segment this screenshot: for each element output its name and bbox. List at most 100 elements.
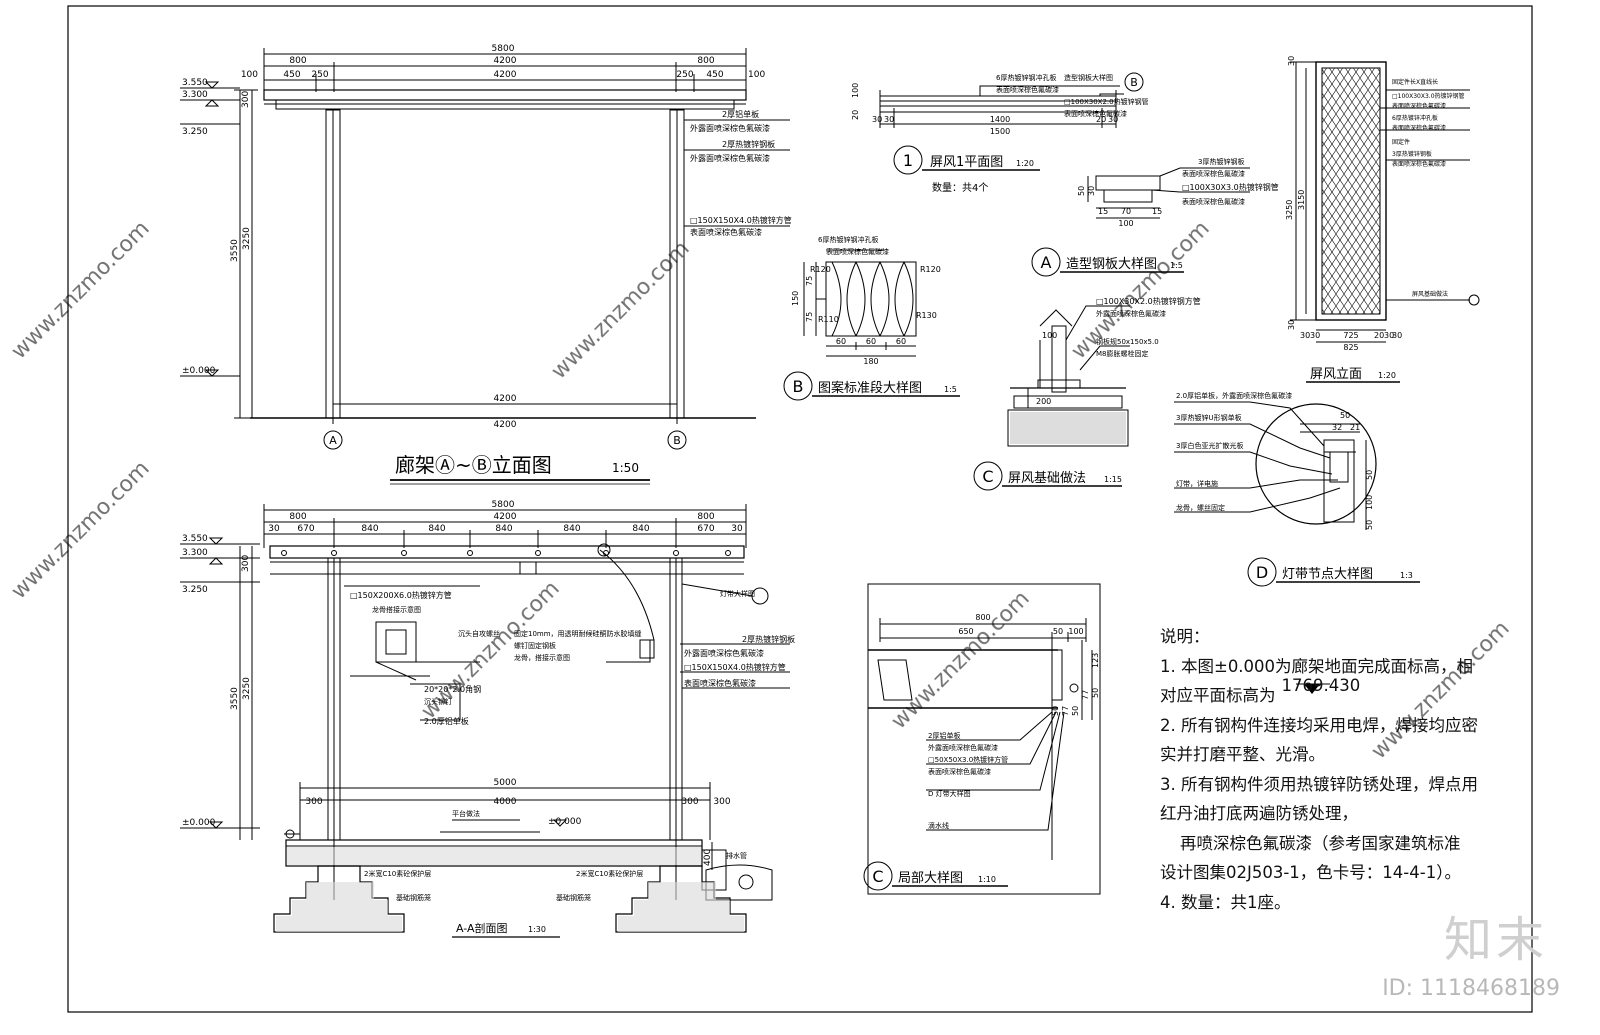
elev-dim-250b: 250 (676, 70, 693, 80)
dc-title: 屏风基础做法 (1008, 471, 1086, 486)
sec-level-0: ±0.000 (182, 818, 216, 828)
se-title: 屏风立面 (1310, 367, 1362, 382)
sec-note-16: 基础钢筋笼 (396, 893, 431, 902)
dc-scale: 1:15 (1104, 475, 1122, 484)
plan-circle-b: B (1130, 76, 1138, 89)
se-dim-725: 725 (1343, 331, 1358, 340)
db-r3: R110 (818, 315, 839, 324)
notes-item3d: 设计图集02J503-1，色卡号：14-4-1）。 (1160, 863, 1461, 882)
db-dim-60c: 60 (896, 337, 906, 346)
elev-level-3550: 3.550 (182, 78, 208, 88)
se-note-7: 表面喷深棕色氟碳漆 (1392, 160, 1446, 168)
screen-perforated-panel (1322, 68, 1380, 314)
elev-axis-a: A (329, 434, 337, 447)
se-note-8: 屏风基础做法 (1412, 290, 1448, 298)
dcl-dim-100: 100 (1068, 627, 1083, 636)
se-note-0: 固定件长X直线长 (1392, 78, 1438, 86)
sec-note-11: □150X150X4.0热镀锌方管 (684, 662, 786, 672)
dc-note-2: 钢板规50x150x5.0 (1096, 337, 1159, 346)
elevation-marker (1296, 683, 1330, 694)
sec-note-10: 外露面喷深棕色氟碳漆 (684, 648, 764, 658)
sec-note-18: 排水管 (726, 851, 747, 860)
detail-c-found-hatch (1010, 412, 1126, 444)
sec-dim-800b: 800 (697, 512, 714, 522)
detail-a-drawing (1031, 167, 1250, 277)
screen-elev-text: 3250 3150 30 30 30 725 20 30 825 30 30 固… (1285, 56, 1465, 382)
elev-dim-800b: 800 (697, 56, 714, 66)
dcl-dim-50d: 50 (1051, 706, 1060, 716)
dc-note-1: 外露面喷深棕色氟碳漆 (1096, 309, 1166, 318)
sec-note-2: 沉头自攻螺丝 (458, 629, 500, 638)
detail-c-found-drawing (973, 305, 1130, 491)
elev-note-2: 2厚热镀锌钢板 (722, 139, 775, 149)
da-note-2: □100X30X3.0热镀锌钢管 (1182, 182, 1279, 192)
elev-dim-100b: 100 (748, 70, 765, 80)
elev-dim-800a: 800 (289, 56, 306, 66)
plan-dim-20b: 20 (1096, 115, 1106, 124)
elev-note-3: 外露面喷深棕色氟碳漆 (690, 153, 770, 163)
sec-note-13: 平台做法 (452, 809, 480, 818)
dcl-circle: C (872, 867, 883, 886)
detail-d-drawing (1174, 401, 1420, 587)
elev-title: 廊架Ⓐ~Ⓑ立面图 (395, 453, 552, 477)
da-title: 造型钢板大样图 (1066, 257, 1157, 272)
notes-item2b: 实并打磨平整、光滑。 (1160, 745, 1325, 764)
da-dim-100: 100 (1118, 219, 1133, 228)
dd-scale: 1:3 (1400, 571, 1413, 580)
da-dim-15b: 15 (1152, 207, 1162, 216)
notes-item3b: 红丹油打底两遍防锈处理， (1160, 804, 1358, 823)
sec-level-3550: 3.550 (182, 534, 208, 544)
elev-level-3250: 3.250 (182, 127, 208, 137)
db-dim-60a: 60 (836, 337, 846, 346)
dc-dim-100: 100 (1042, 331, 1057, 340)
dc-circle: C (982, 467, 993, 486)
elev-dim-5800: 5800 (492, 44, 515, 54)
sec-dim-840d: 840 (563, 524, 580, 534)
elev-dim-250a: 250 (311, 70, 328, 80)
sec-note-4: 螺钉固定钢板 (514, 641, 556, 650)
elev-note-5: 表面喷深棕色氟碳漆 (690, 227, 762, 237)
dcl-dim-123: 123 (1091, 653, 1100, 668)
sec-note-17: 基础钢筋笼 (556, 893, 591, 902)
se-note-5: 固定件 (1392, 138, 1410, 146)
da-dim-15a: 15 (1098, 207, 1108, 216)
detail-b-drawing (783, 249, 960, 401)
dcl-note-0: 2厚铝单板 (928, 731, 960, 740)
se-dim-30e: 30 (1300, 331, 1310, 340)
screen-plan-drawing (879, 72, 1144, 175)
detail-c-found-text: □100X30X2.0热镀锌钢方管 外露面喷深棕色氟碳漆 钢板规50x150x5… (982, 296, 1200, 486)
dd-dim-32: 32 (1332, 423, 1342, 432)
dd-note-2: 3厚白色亚光扩散光板 (1176, 441, 1243, 450)
elev-note-0: 2厚铝单板 (722, 109, 759, 119)
sec-level-3250: 3.250 (182, 585, 208, 595)
sec-note-9: 2厚热镀锌钢板 (742, 634, 795, 644)
watermark-1: www.znzmo.com (7, 216, 155, 364)
db-dim-75a: 75 (805, 276, 814, 286)
detail-d-text: 2.0厚铝单板，外露面喷深棕色氟碳漆 3厚热镀锌U形钢单板 3厚白色亚光扩散光板… (1176, 391, 1413, 582)
db-dim-75b: 75 (805, 312, 814, 322)
plan-note-2: 造型钢板大样图 (1064, 73, 1113, 82)
dd-note-3: 灯带，详电施 (1176, 479, 1218, 488)
section-drawing (180, 504, 790, 933)
da-scale: 1:5 (1170, 261, 1183, 270)
db-r2: R120 (920, 265, 941, 274)
dd-note-1: 3厚热镀锌U形钢单板 (1176, 413, 1242, 422)
plan-dim-30b: 30 (884, 115, 894, 124)
da-note-3: 表面喷深棕色氟碳漆 (1182, 197, 1245, 206)
dcl-note-1: 外露面喷深棕色氟碳漆 (928, 743, 998, 752)
dd-dim-50b: 50 (1365, 470, 1374, 480)
db-r4: R130 (916, 311, 937, 320)
plan-dim-20: 20 (851, 110, 860, 120)
se-dim-20: 20 (1374, 331, 1384, 340)
dcl-note-4: D 灯带大样图 (928, 789, 971, 798)
se-dim-3250: 3250 (1285, 200, 1294, 220)
elev-level-0: ±0.000 (182, 366, 216, 376)
plan-note-1: 表面喷深棕色氟碳漆 (996, 85, 1059, 94)
notes-item2a: 2. 所有钢构件连接均采用电焊，焊接均应密 (1160, 715, 1478, 735)
dcl-dim-77b: 77 (1061, 706, 1070, 716)
sec-dim-840b: 840 (428, 524, 445, 534)
sec-dim-840c: 840 (495, 524, 512, 534)
da-circle: A (1041, 253, 1052, 272)
da-dim-70: 70 (1121, 207, 1131, 216)
